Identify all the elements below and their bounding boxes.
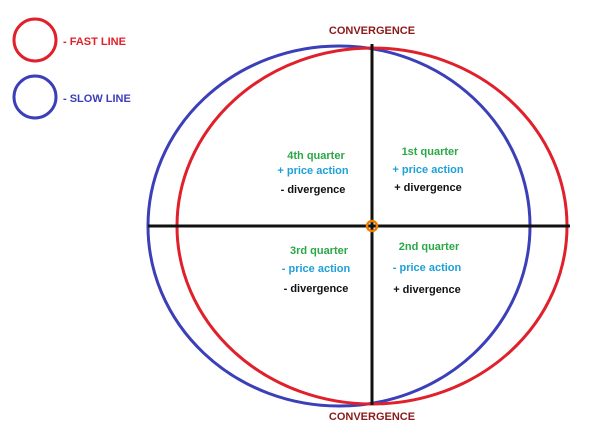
q1-price-action: + price action [392,164,464,176]
fast-line-legend-swatch [12,17,58,63]
q1-title: 1st quarter [402,146,460,158]
q2-divergence: + divergence [393,284,461,296]
center-marker [365,219,379,233]
fast-line-legend-label: - FAST LINE [63,36,126,48]
convergence-bottom-label: CONVERGENCE [329,411,415,423]
q3-divergence: - divergence [284,283,349,295]
q1-divergence: + divergence [394,182,462,194]
q4-title: 4th quarter [287,150,345,162]
convergence-top-label: CONVERGENCE [329,25,415,37]
q4-divergence: - divergence [281,184,346,196]
slow-line-legend-label: - SLOW LINE [63,93,131,105]
q3-price-action: - price action [282,263,351,275]
q3-title: 3rd quarter [290,245,349,257]
q4-price-action: + price action [277,165,349,177]
slow-line-legend-swatch [12,74,58,120]
q2-title: 2nd quarter [399,241,460,253]
q2-price-action: - price action [393,262,462,274]
